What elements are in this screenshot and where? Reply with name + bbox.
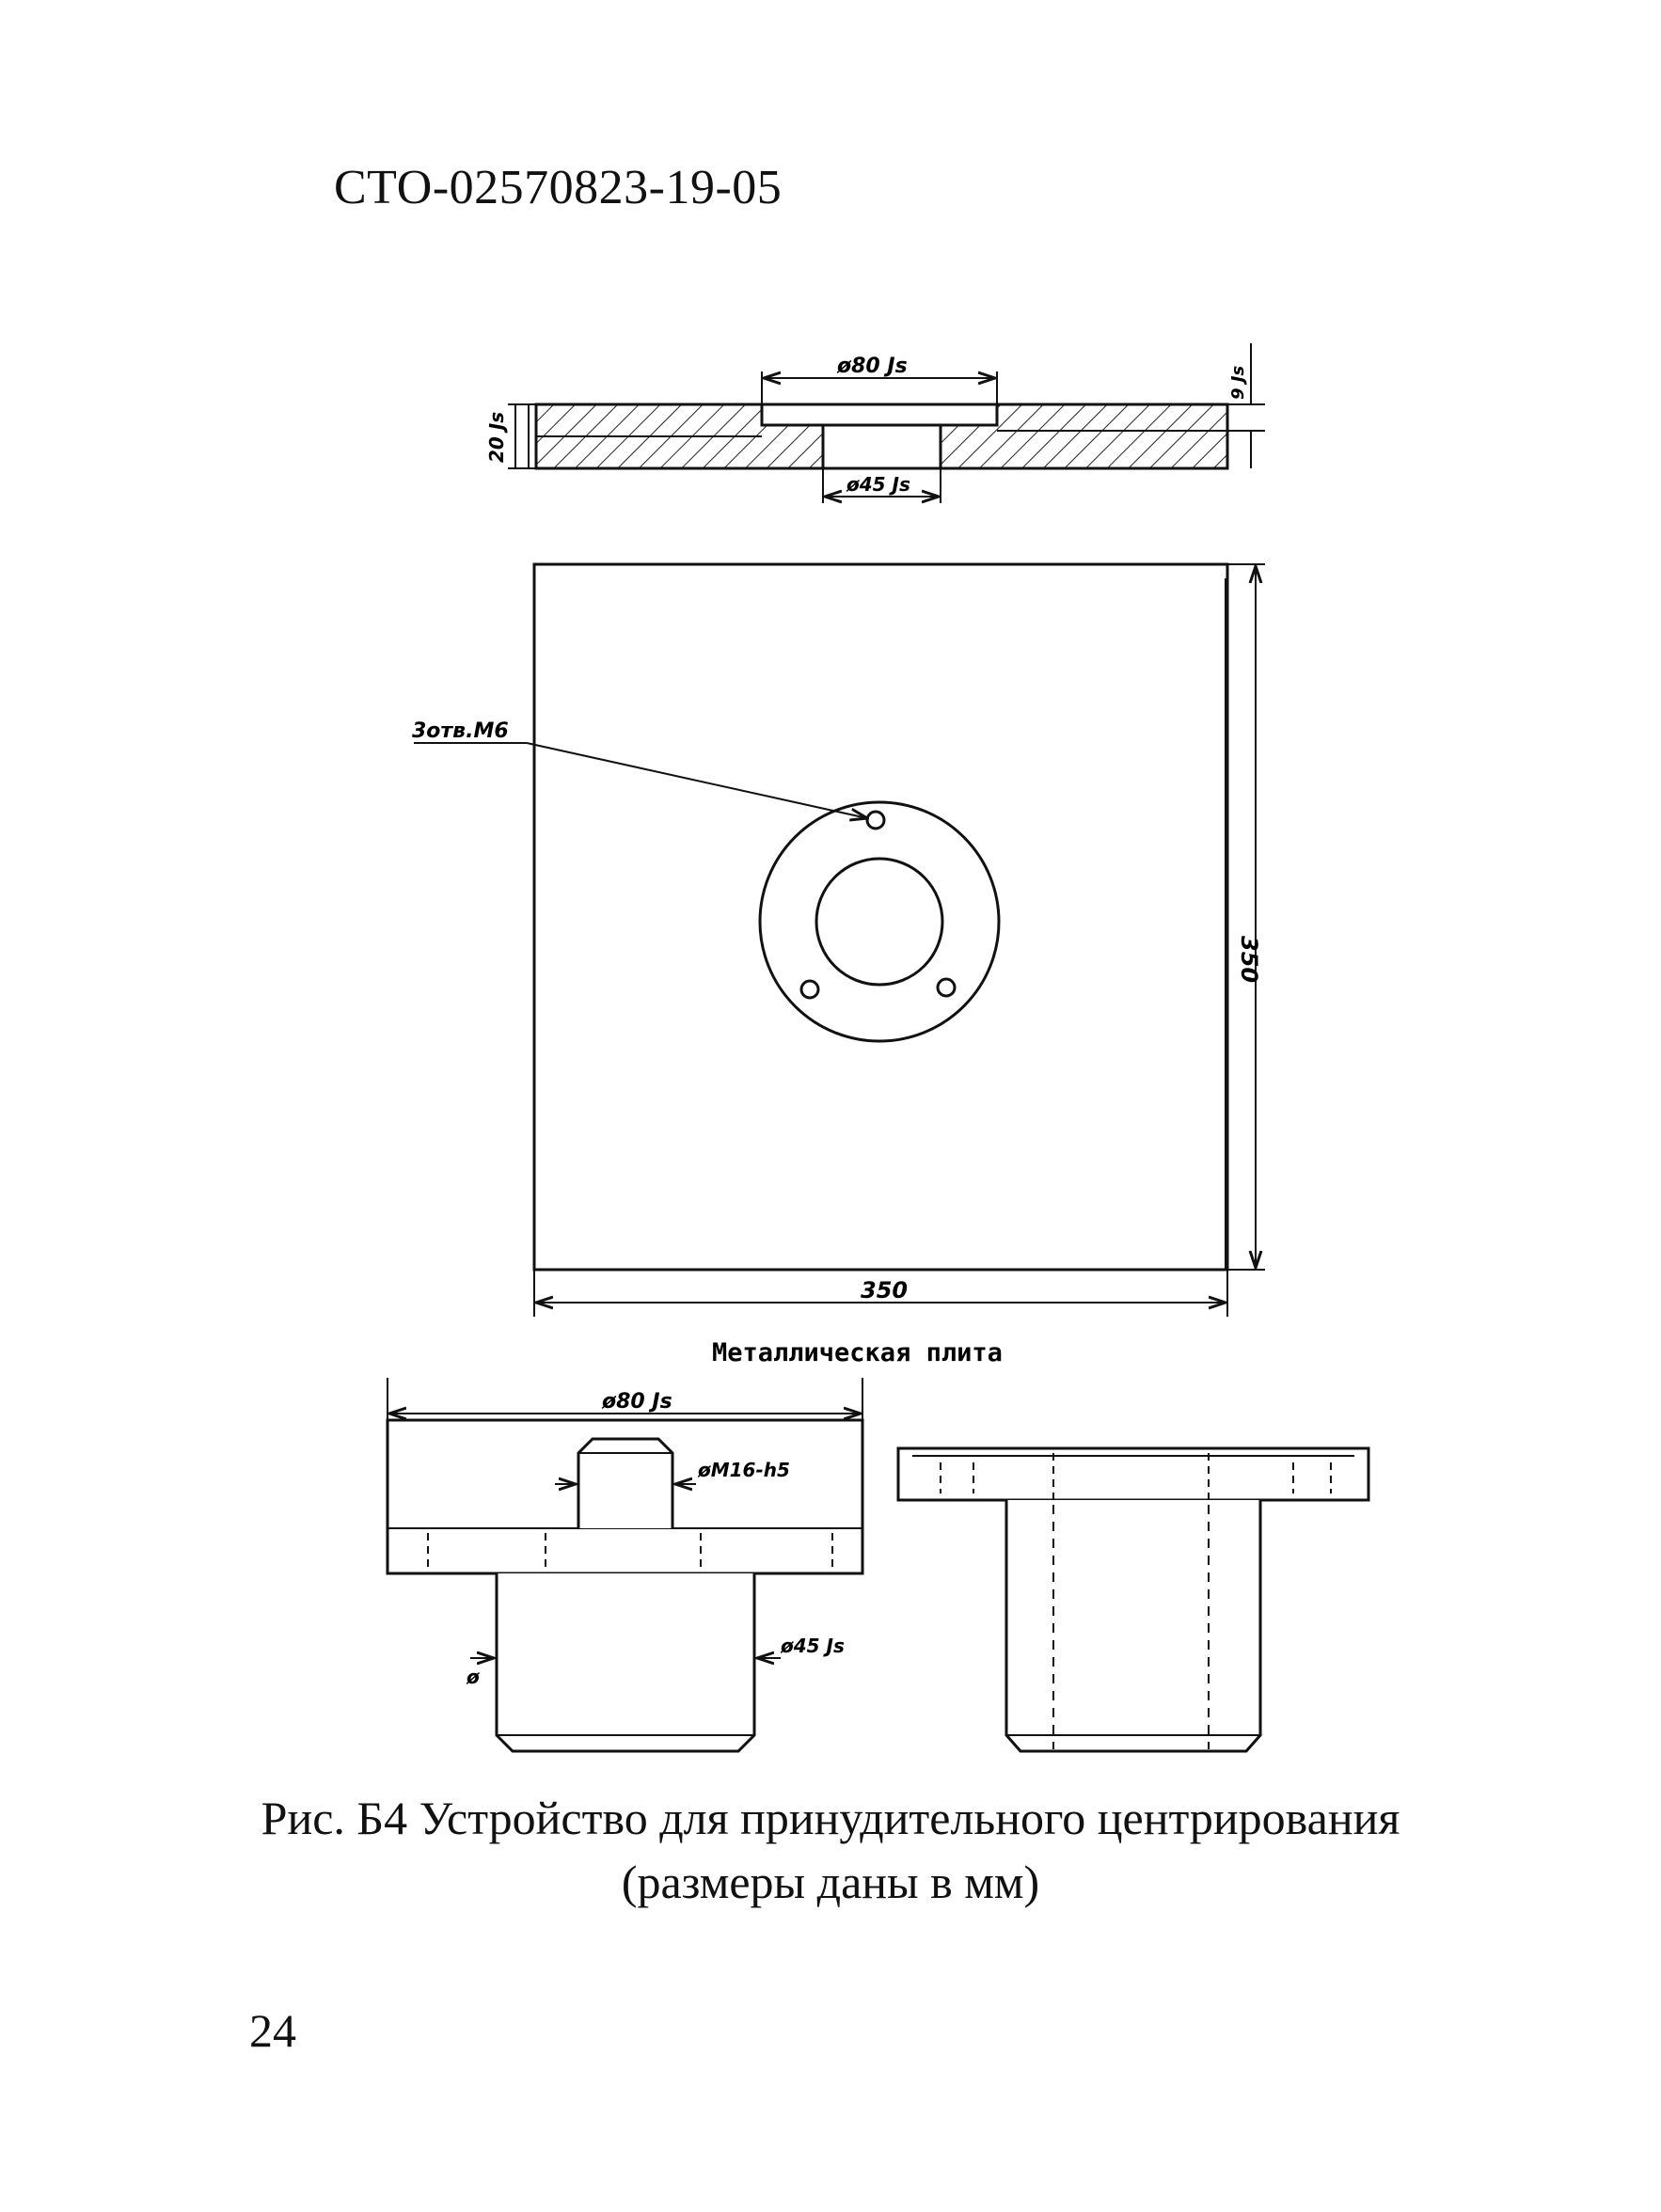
page-number: 24 bbox=[249, 2004, 296, 2057]
plate-label: Металлическая плита bbox=[712, 1338, 1003, 1367]
dim-height: 350 bbox=[1236, 936, 1262, 983]
plan-view: 3отв.М6 350 350 bbox=[412, 562, 1265, 1317]
top-bore bbox=[760, 403, 999, 427]
dim-width: 350 bbox=[861, 1277, 908, 1304]
dim-thread: øМ16-h5 bbox=[697, 1459, 790, 1481]
dim-step: 9 Js bbox=[1228, 366, 1248, 400]
bottom-bore bbox=[821, 423, 942, 470]
dim-body: ø45 Js bbox=[780, 1635, 845, 1657]
bolt-hole-right bbox=[936, 977, 957, 998]
dim-top-bore: ø80 Js bbox=[836, 355, 908, 378]
document-code: СТО-02570823-19-05 bbox=[334, 161, 783, 214]
dim-bottom-bore: ø45 Js bbox=[846, 473, 910, 496]
flange-outer bbox=[758, 800, 1001, 1043]
section-view: 20 Js ø80 Js ø45 Js 9 Js bbox=[485, 343, 1265, 503]
dim-chamfer: ø bbox=[466, 1666, 480, 1688]
caption-line-1: Рис. Б4 Устройство для принудительного ц… bbox=[261, 1792, 1400, 1844]
flange-bore bbox=[815, 857, 944, 987]
dim-thickness: 20 Js bbox=[485, 412, 508, 463]
figure-caption: Рис. Б4 Устройство для принудительного ц… bbox=[0, 1787, 1661, 1914]
plate-outline bbox=[532, 562, 1229, 1272]
bolt-hole-left bbox=[799, 979, 820, 1000]
caption-line-2: (размеры даны в мм) bbox=[621, 1855, 1040, 1908]
insert-front-view bbox=[896, 1446, 1370, 1753]
hole-callout: 3отв.М6 bbox=[412, 719, 509, 743]
dim-flange: ø80 Js bbox=[601, 1390, 672, 1414]
insert-side-view: øМ16-h5 ø80 Js ø45 Js ø bbox=[386, 1378, 864, 1753]
